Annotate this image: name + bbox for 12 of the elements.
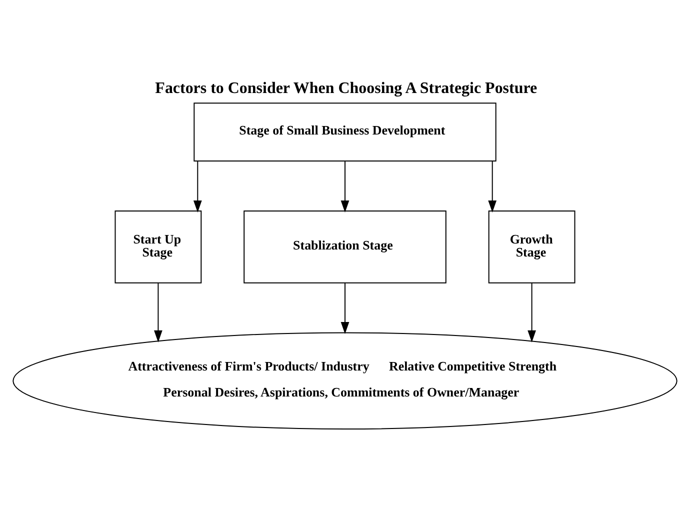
diagram-title: Factors to Consider When Choosing A Strategic Posture [154, 80, 537, 97]
node-box: Stablization Stage [243, 210, 446, 284]
arrow [488, 160, 496, 212]
node-box: Start Up Stage [114, 210, 202, 284]
arrow [192, 160, 202, 212]
node-box: Stage of Small Business Development [193, 102, 496, 162]
node-ellipse: Attractiveness of Firm's Products/ Industry Relative Competitive Strength Personal Desires, Aspirations, Commitments of Owner/Manager [12, 332, 677, 430]
arrow [340, 282, 349, 334]
node-box: Growth Stage [488, 210, 575, 284]
arrow [340, 160, 349, 212]
arrow [527, 282, 536, 342]
arrow [154, 282, 162, 342]
